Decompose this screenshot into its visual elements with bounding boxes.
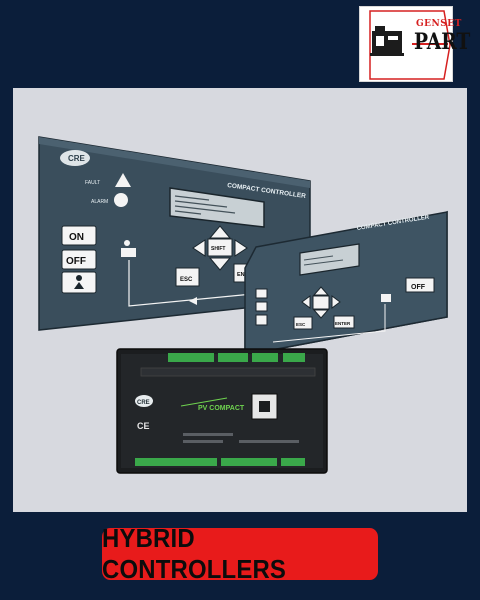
terminal-block-top-3 <box>252 353 278 362</box>
navigation-pad: SHIFT <box>192 225 248 271</box>
small-esc-label: ESC <box>296 322 306 327</box>
small-lcd-display <box>299 243 360 276</box>
hybrid-controllers-banner[interactable]: HYBRID CONTROLLERS <box>102 523 378 584</box>
alarm-icon <box>114 193 128 207</box>
small-bars-icon <box>381 294 391 302</box>
on-button <box>61 225 97 246</box>
small-enter-button <box>333 315 355 329</box>
shift-button-label: SHIFT <box>211 246 225 252</box>
logo-wordmark: PART <box>414 29 471 55</box>
small-off-label: OFF <box>411 284 426 291</box>
pv-compact-module: CRE PV COMPACT CE <box>116 348 328 474</box>
off-button-label: OFF <box>66 256 86 267</box>
logo-graphic <box>369 10 451 80</box>
small-controller-panel: COMPACT CONTROLLER OFF ESC ENTER <box>244 210 448 356</box>
panel-brand: CRE <box>68 154 86 163</box>
terminal-block-top-1 <box>168 353 214 362</box>
terminal-block-top-4 <box>283 353 305 362</box>
small-on-button <box>255 288 268 299</box>
small-esc-button <box>293 316 313 330</box>
small-enter-label: ENTER <box>335 321 351 326</box>
cre-logo-icon <box>60 150 90 166</box>
large-controller-panel: CRE COMPACT CONTROLLER FAULT ALARM ON OF… <box>38 136 311 331</box>
terminal-block-bottom-3 <box>281 458 305 466</box>
on-button-label: ON <box>69 232 84 243</box>
small-off-button <box>405 277 435 293</box>
generator-icon <box>121 248 136 257</box>
module-brand: CRE <box>137 400 150 406</box>
off-button <box>61 249 97 270</box>
fault-label: FAULT <box>85 180 100 186</box>
alarm-label: ALARM <box>91 199 108 205</box>
banner-label: HYBRID CONTROLLERS <box>102 523 287 584</box>
fault-warning-icon <box>115 173 131 187</box>
esc-button-label: ESC <box>180 277 193 283</box>
genset-part-logo[interactable]: GENSET PART <box>359 6 470 82</box>
esc-button <box>175 267 200 287</box>
small-reset-button <box>255 314 268 326</box>
product-label: PV COMPACT <box>198 405 245 412</box>
ce-mark: CE <box>137 421 150 431</box>
product-illustration: CRE COMPACT CONTROLLER FAULT ALARM ON OF… <box>38 136 448 474</box>
product-photo: CRE COMPACT CONTROLLER FAULT ALARM ON OF… <box>13 88 467 512</box>
module-cre-logo-icon <box>135 395 153 407</box>
small-navigation-pad <box>301 286 341 319</box>
logo-tagline: GENSET <box>416 19 462 29</box>
terminal-block-bottom-2 <box>221 458 277 466</box>
terminal-block-bottom-1 <box>135 458 217 466</box>
small-off-key <box>255 301 268 312</box>
terminal-block-top-2 <box>218 353 248 362</box>
